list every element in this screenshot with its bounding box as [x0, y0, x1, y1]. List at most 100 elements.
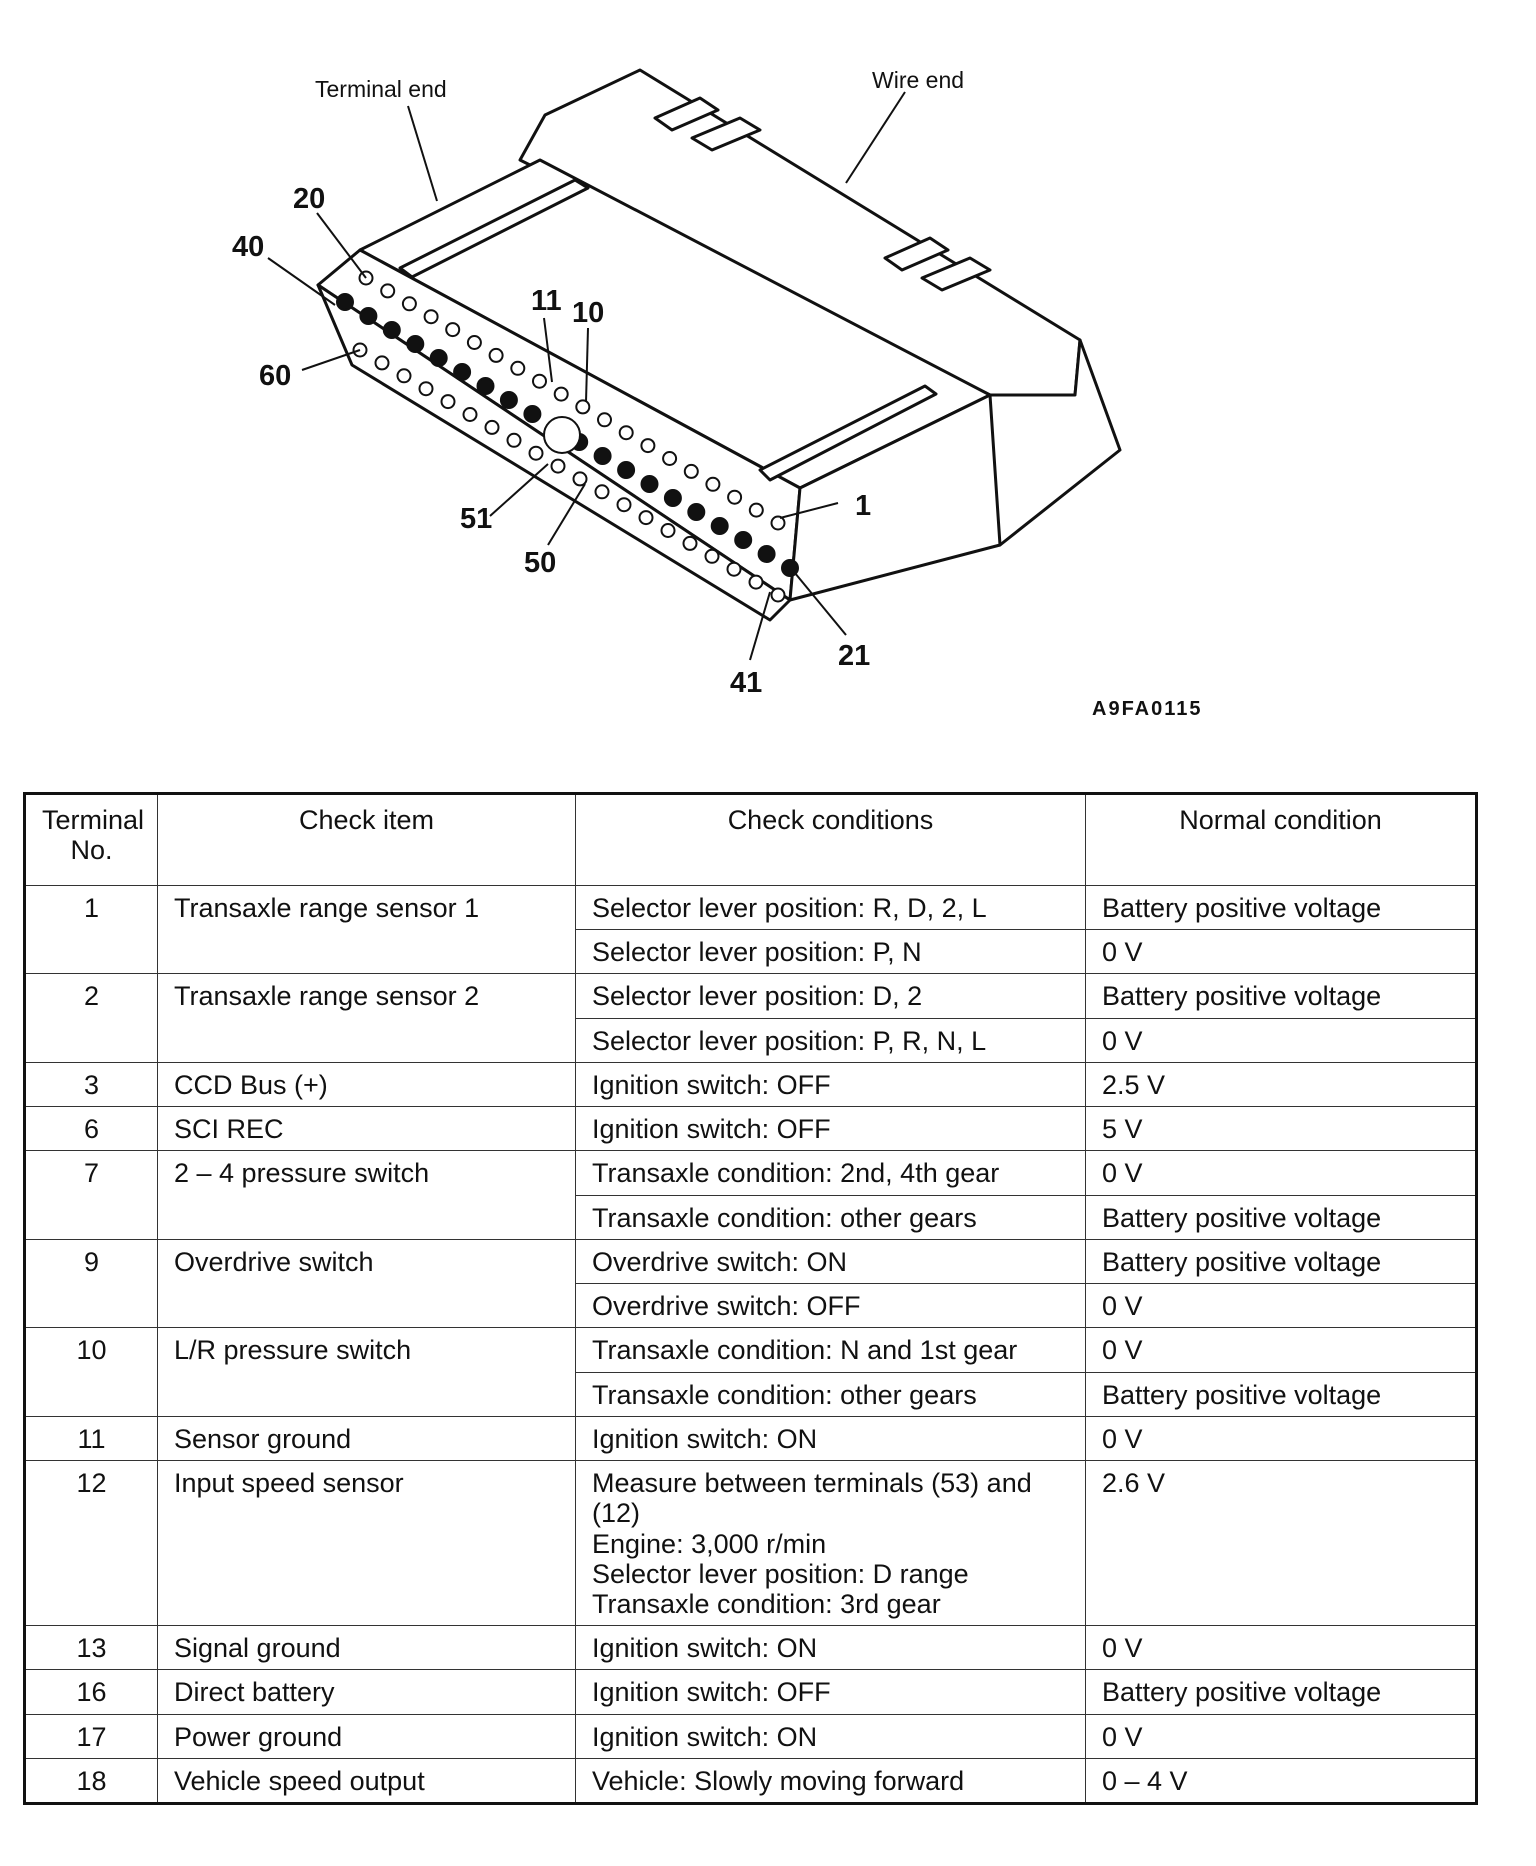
- header-check-conditions: Check conditions: [575, 793, 1086, 886]
- terminal-hole: [396, 368, 412, 384]
- terminal-hole: [429, 349, 448, 367]
- terminal-hole: [597, 412, 612, 428]
- normal-condition-cell: 0 V: [1085, 1415, 1477, 1462]
- check-condition-cell: Ignition switch: ON: [575, 1713, 1086, 1759]
- terminal-hole: [640, 438, 656, 454]
- leader-lines: [267, 91, 906, 661]
- terminal-hole: [553, 386, 569, 402]
- terminal-hole: [380, 283, 396, 299]
- terminal-hole: [638, 510, 654, 526]
- figure-id: A9FA0115: [1092, 698, 1203, 720]
- terminal-number-cell: 9: [24, 1238, 158, 1329]
- terminal-hole: [734, 531, 753, 549]
- check-item-cell: Transaxle range sensor 1: [157, 884, 576, 975]
- terminal-hole: [770, 515, 786, 531]
- terminal-hole: [374, 355, 390, 371]
- table-header-row: Terminal No. Check item Check conditions…: [24, 793, 1477, 886]
- terminal-hole: [726, 561, 742, 577]
- terminal-hole: [575, 399, 591, 415]
- header-terminal-no: Terminal No.: [24, 793, 158, 886]
- normal-condition-cell: 0 – 4 V: [1085, 1757, 1477, 1805]
- terminal-hole: [550, 458, 566, 474]
- check-condition-cell: Ignition switch: ON: [575, 1415, 1086, 1462]
- terminal-number-cell: 18: [24, 1757, 158, 1805]
- terminal-hole: [453, 363, 472, 381]
- terminal-hole: [617, 461, 636, 479]
- terminal-end-label: Terminal end: [315, 76, 447, 102]
- terminal-hole: [440, 394, 456, 410]
- terminal-hole: [662, 451, 678, 466]
- terminal-hole: [727, 489, 743, 505]
- callout-1: 1: [855, 490, 871, 522]
- terminal-hole: [476, 377, 495, 395]
- terminal-hole: [510, 360, 526, 376]
- terminal-hole: [770, 587, 786, 603]
- terminal-hole: [663, 489, 682, 507]
- terminal-number-cell: 12: [24, 1460, 158, 1627]
- check-condition-cell: Transaxle condition: other gears: [575, 1371, 1086, 1417]
- terminal-hole: [594, 484, 610, 500]
- terminal-number-cell: 7: [24, 1150, 158, 1240]
- check-item-cell: Vehicle speed output: [157, 1757, 576, 1805]
- check-condition-cell: Selector lever position: P, R, N, L: [575, 1017, 1086, 1063]
- normal-condition-cell: 0 V: [1085, 1327, 1477, 1373]
- terminal-hole: [359, 307, 378, 325]
- normal-condition-cell: Battery positive voltage: [1085, 1371, 1477, 1417]
- callout-41: 41: [730, 667, 762, 699]
- check-condition-cell: Measure between terminals (53) and (12)E…: [575, 1460, 1086, 1627]
- terminal-hole: [618, 425, 634, 441]
- callout-50: 50: [524, 547, 556, 579]
- callout-40: 40: [232, 231, 264, 263]
- terminal-hole: [593, 447, 612, 465]
- connector-diagram: Terminal end Wire end 20 40 11 10 60 1 5…: [232, 67, 1203, 720]
- normal-condition-cell: 0 V: [1085, 1150, 1477, 1196]
- terminal-hole: [523, 405, 542, 423]
- check-item-cell: Transaxle range sensor 2: [157, 973, 576, 1063]
- terminal-hole: [616, 497, 632, 513]
- check-condition-cell: Overdrive switch: ON: [575, 1238, 1086, 1285]
- normal-condition-cell: 0 V: [1085, 1713, 1477, 1759]
- terminal-hole: [572, 471, 588, 487]
- callout-10: 10: [572, 297, 604, 329]
- terminal-hole: [445, 322, 461, 338]
- normal-condition-cell: 0 V: [1085, 1017, 1477, 1063]
- check-condition-cell: Vehicle: Slowly moving forward: [575, 1757, 1086, 1805]
- terminal-hole: [704, 548, 720, 564]
- terminal-hole: [687, 503, 706, 521]
- check-condition-cell: Selector lever position: P, N: [575, 929, 1086, 975]
- terminal-hole: [640, 475, 659, 493]
- check-condition-cell: Transaxle condition: N and 1st gear: [575, 1327, 1086, 1373]
- terminal-hole: [532, 373, 547, 389]
- check-condition-line: Selector lever position: D range: [592, 1558, 969, 1589]
- terminal-hole: [462, 407, 478, 422]
- normal-condition-cell: Battery positive voltage: [1085, 1669, 1477, 1715]
- normal-condition-cell: Battery positive voltage: [1085, 973, 1477, 1019]
- check-item-cell: 2 – 4 pressure switch: [157, 1150, 576, 1240]
- check-item-cell: Power ground: [157, 1713, 576, 1759]
- check-condition-line: Measure between terminals (53) and (12): [592, 1468, 1032, 1529]
- terminal-hole: [710, 517, 729, 535]
- check-condition-line: Engine: 3,000 r/min: [592, 1528, 827, 1559]
- terminal-hole: [406, 335, 425, 353]
- terminal-number-cell: 16: [24, 1669, 158, 1715]
- terminal-number-cell: 17: [24, 1713, 158, 1759]
- terminal-hole: [488, 347, 504, 363]
- terminal-hole: [682, 535, 698, 551]
- wire-end-label: Wire end: [872, 67, 964, 93]
- header-normal-condition: Normal condition: [1085, 793, 1477, 886]
- check-item-cell: Signal ground: [157, 1625, 576, 1671]
- check-item-cell: Overdrive switch: [157, 1238, 576, 1329]
- terminal-hole: [484, 419, 500, 435]
- callout-51: 51: [460, 503, 492, 535]
- check-condition-cell: Ignition switch: OFF: [575, 1061, 1086, 1108]
